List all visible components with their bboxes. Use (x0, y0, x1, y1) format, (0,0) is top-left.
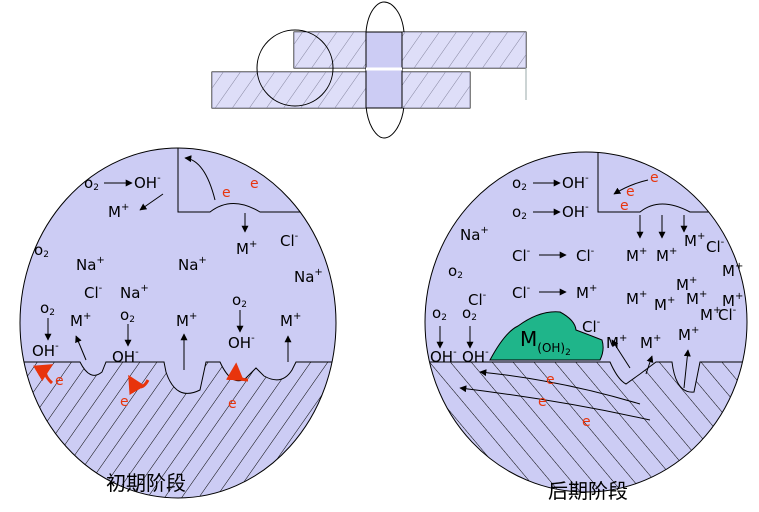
svg-text:M+: M+ (678, 325, 699, 344)
svg-text:Na+: Na+ (294, 267, 323, 286)
svg-text:o2: o2 (462, 304, 477, 323)
svg-text:M+: M+ (656, 246, 677, 265)
svg-text:e: e (650, 170, 659, 186)
svg-text:M+: M+ (626, 289, 647, 308)
svg-text:OH-: OH- (134, 173, 161, 192)
svg-text:Cl-: Cl- (582, 317, 601, 336)
svg-text:Na+: Na+ (76, 255, 105, 274)
svg-text:e: e (228, 396, 237, 412)
svg-text:Cl-: Cl- (280, 231, 299, 250)
svg-text:e: e (120, 394, 129, 410)
svg-text:Cl-: Cl- (512, 246, 531, 265)
svg-text:OH-: OH- (462, 347, 489, 366)
svg-text:M+: M+ (686, 289, 707, 308)
svg-text:M+: M+ (640, 333, 661, 352)
svg-text:e: e (222, 185, 231, 201)
svg-text:Cl-: Cl- (718, 305, 737, 324)
svg-text:Na+: Na+ (120, 283, 149, 302)
svg-text:OH-: OH- (562, 202, 589, 221)
crevice-magnifier-circle (256, 29, 334, 107)
svg-text:M+: M+ (236, 239, 257, 258)
svg-text:M+: M+ (176, 311, 197, 330)
svg-text:M+: M+ (700, 305, 721, 324)
rivet-outline (365, 1, 405, 139)
svg-text:e: e (546, 372, 555, 388)
svg-text:o2: o2 (84, 174, 99, 193)
svg-text:Na+: Na+ (460, 225, 489, 244)
svg-text:M+: M+ (280, 311, 301, 330)
svg-text:Cl-: Cl- (576, 246, 595, 265)
caption-later-stage: 后期阶段 (548, 479, 628, 503)
svg-text:M+: M+ (722, 261, 743, 280)
svg-text:o2: o2 (232, 291, 247, 310)
svg-text:o2: o2 (448, 262, 463, 281)
svg-text:M+: M+ (70, 311, 91, 330)
caption-initial-stage: 初期阶段 (106, 471, 186, 495)
initial-stage-panel: o2 OH- M+ e e M+ Cl- o2 Na+ Na+ Na+ Cl- … (19, 147, 337, 499)
svg-text:M+: M+ (654, 295, 675, 314)
upper-plate-edge (177, 148, 336, 213)
svg-text:o2: o2 (432, 304, 447, 323)
svg-text:e: e (55, 373, 64, 389)
svg-text:Cl-: Cl- (84, 283, 103, 302)
svg-text:M+: M+ (108, 202, 129, 221)
svg-text:OH-: OH- (228, 333, 255, 352)
svg-text:Na+: Na+ (178, 255, 207, 274)
svg-text:OH-: OH- (562, 173, 589, 192)
svg-text:e: e (538, 394, 547, 410)
svg-text:o2: o2 (40, 299, 55, 318)
svg-text:e: e (250, 176, 259, 192)
svg-text:M+: M+ (722, 291, 743, 310)
hydroxide-label: M(OH)2 (520, 327, 571, 358)
svg-text:M+: M+ (676, 275, 697, 294)
svg-text:o2: o2 (512, 203, 527, 222)
svg-text:M+: M+ (626, 246, 647, 265)
svg-text:M+: M+ (684, 231, 705, 250)
svg-text:o2: o2 (34, 241, 49, 260)
svg-text:e: e (626, 184, 635, 200)
svg-text:o2: o2 (512, 174, 527, 193)
svg-text:e: e (582, 414, 591, 430)
lap-joint-diagram (211, 1, 527, 139)
svg-text:OH-: OH- (112, 347, 139, 366)
upper-plate-edge (597, 152, 747, 213)
svg-text:o2: o2 (120, 306, 135, 325)
svg-text:OH-: OH- (430, 347, 457, 366)
hydroxide-deposit (489, 311, 604, 361)
svg-text:M+: M+ (606, 333, 627, 352)
svg-text:Cl-: Cl- (512, 283, 531, 302)
svg-text:Cl-: Cl- (706, 237, 725, 256)
svg-text:M+: M+ (576, 283, 597, 302)
later-stage-panel: o2 OH- o2 OH- e e e Na+ o2 Cl- Cl- Cl- M… (424, 151, 748, 493)
svg-text:e: e (620, 198, 629, 214)
svg-text:Cl-: Cl- (468, 290, 487, 309)
svg-text:OH-: OH- (32, 341, 59, 360)
